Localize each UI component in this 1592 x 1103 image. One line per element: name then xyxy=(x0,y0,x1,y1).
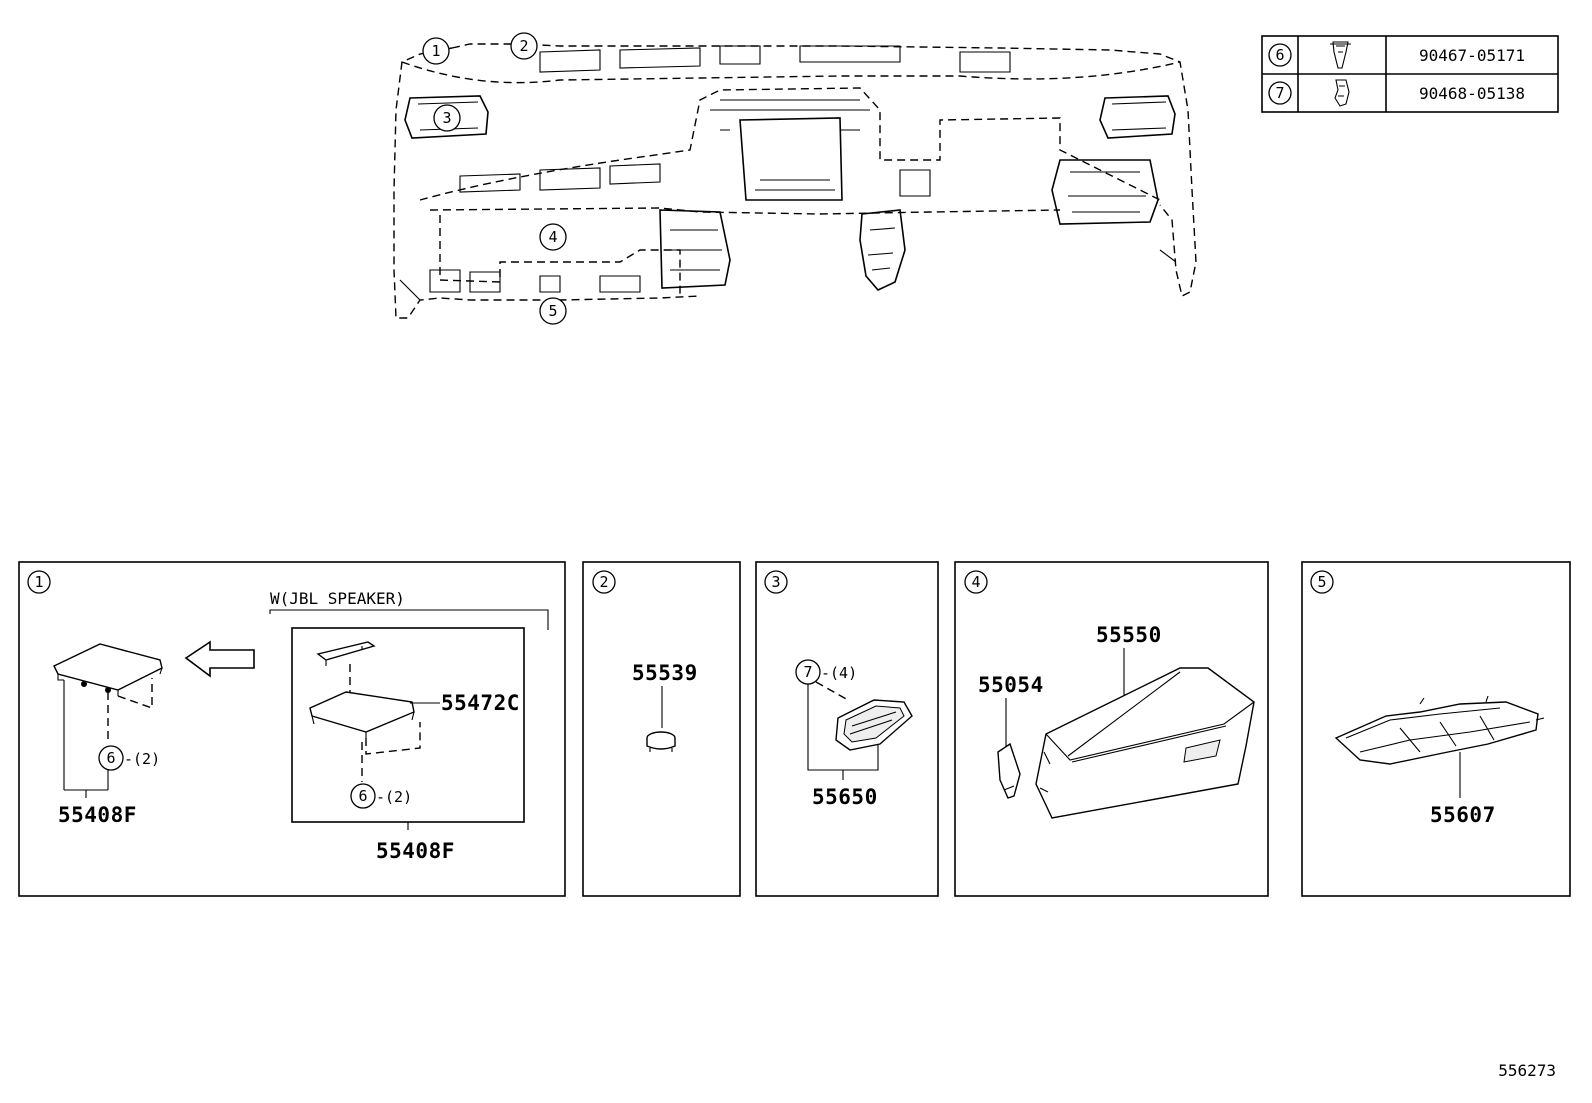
clip-ref-7: 7 -(4) xyxy=(795,659,857,685)
clip-icon xyxy=(1334,79,1350,107)
svg-text:6: 6 xyxy=(358,787,367,805)
detail-panel-2: 2 55539 xyxy=(582,561,741,897)
part-number: 55650 xyxy=(812,785,878,809)
svg-text:2: 2 xyxy=(519,37,528,55)
part-number: 55054 xyxy=(978,673,1044,697)
part-number: 55607 xyxy=(1430,803,1496,827)
clip-ref-6-right: 6 -(2) xyxy=(350,783,412,809)
part-number: 55539 xyxy=(632,661,698,685)
svg-text:5: 5 xyxy=(548,302,557,320)
glove-box-part xyxy=(1035,667,1255,819)
damper-part xyxy=(997,742,1021,799)
svg-text:-(2): -(2) xyxy=(376,788,412,806)
detail-panel-5: 5 55607 xyxy=(1301,561,1571,897)
detail-panel-1: 1 6 -(2) 55408F W(JBL SPEAKER) xyxy=(18,561,566,897)
under-cover-part xyxy=(1334,695,1545,765)
variant-label: W(JBL SPEAKER) xyxy=(270,589,405,608)
part-number: 90467-05171 xyxy=(1419,46,1525,65)
part-number: 55408F xyxy=(376,839,455,863)
svg-text:1: 1 xyxy=(34,573,43,591)
svg-text:3: 3 xyxy=(771,573,780,591)
clip-ref-6-left: 6 -(2) xyxy=(98,745,160,771)
fastener-table: 6 90467-05171 7 90468-05138 xyxy=(1261,35,1559,113)
svg-text:-(4): -(4) xyxy=(821,664,857,682)
instrument-panel-overview: 1 2 3 4 5 xyxy=(393,32,1197,325)
callout-2: 2 xyxy=(510,32,538,60)
callout-3: 3 xyxy=(433,104,461,132)
callout-1: 1 xyxy=(422,37,450,65)
svg-text:2: 2 xyxy=(599,573,608,591)
svg-text:7: 7 xyxy=(803,663,812,681)
svg-text:1: 1 xyxy=(431,42,440,60)
callout-5: 5 xyxy=(539,297,567,325)
fastener-row-7: 7 90468-05138 xyxy=(1268,79,1525,107)
part-number: 55550 xyxy=(1096,623,1162,647)
detail-panel-3: 3 7 -(4) 55650 xyxy=(755,561,939,897)
part-number: 90468-05138 xyxy=(1419,84,1525,103)
arrow-left-icon xyxy=(184,640,255,678)
detail-panel-4: 4 55550 55054 xyxy=(954,561,1269,897)
svg-text:6: 6 xyxy=(1275,46,1284,64)
svg-text:6: 6 xyxy=(106,749,115,767)
plug-part xyxy=(646,731,676,752)
svg-text:4: 4 xyxy=(548,228,557,246)
callout-4: 4 xyxy=(539,223,567,251)
part-number: 55472C xyxy=(441,691,520,715)
diagram-id: 556273 xyxy=(1498,1061,1556,1080)
svg-text:5: 5 xyxy=(1317,573,1326,591)
fastener-row-6: 6 90467-05171 xyxy=(1268,41,1525,69)
part-number: 55408F xyxy=(58,803,137,827)
clip-icon xyxy=(1330,41,1351,69)
vent-part xyxy=(835,699,913,751)
speaker-cover-part xyxy=(53,643,163,744)
svg-text:3: 3 xyxy=(442,109,451,127)
svg-text:4: 4 xyxy=(971,573,980,591)
svg-text:7: 7 xyxy=(1275,84,1284,102)
svg-text:-(2): -(2) xyxy=(124,750,160,768)
